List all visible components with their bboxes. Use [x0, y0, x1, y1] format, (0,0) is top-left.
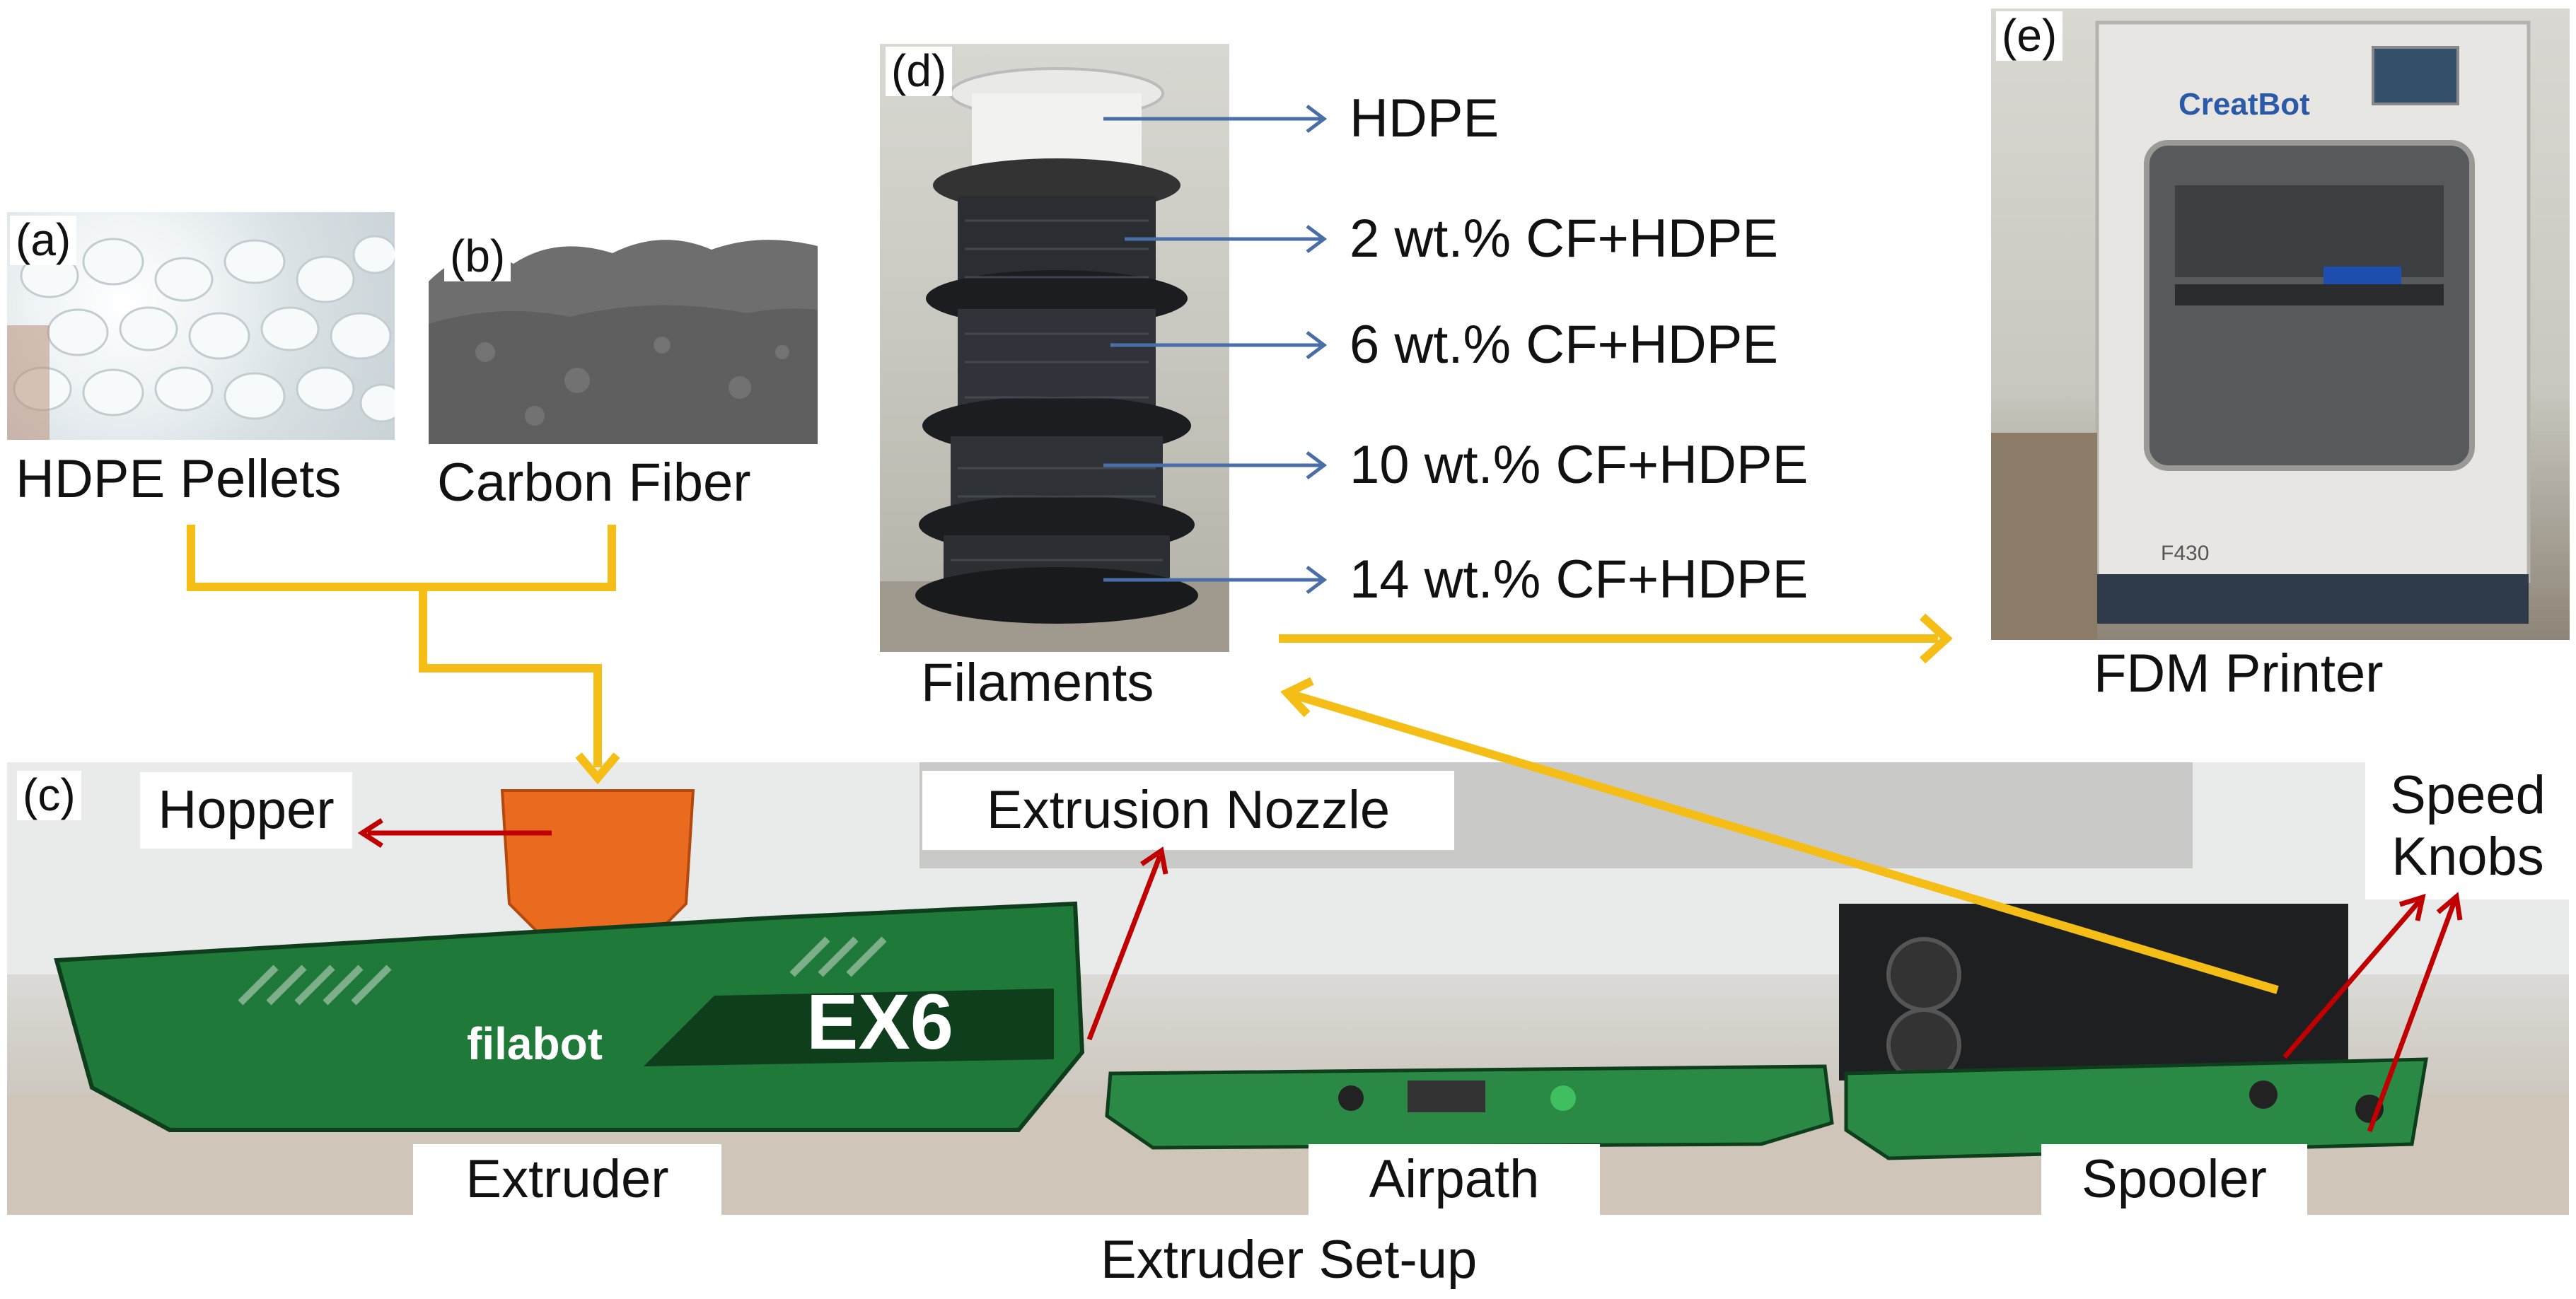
part-pointer-arrows [357, 818, 2463, 1133]
pellets-texture [7, 235, 395, 440]
spooler-to-filament-arrowhead [1280, 677, 1314, 718]
panel-d-caption: Filaments [921, 653, 1154, 713]
extruder-brand-text: filabot [467, 1018, 603, 1069]
printer-brand-text: CreatBot [2178, 87, 2310, 122]
spooler-label: Spooler [2041, 1144, 2307, 1215]
panel-d-letter: (d) [886, 47, 953, 96]
fdm-printer-photo: CreatBot F430 [1991, 8, 2570, 640]
panel-b-letter: (b) [444, 232, 511, 281]
material-merge-arrowhead [575, 752, 620, 785]
speed-knobs-label-line1: Speed [2390, 764, 2546, 825]
filament-label-14wt: 14 wt.% CF+HDPE [1350, 549, 1809, 610]
printer-illustration: CreatBot F430 [1991, 21, 2531, 640]
carbon-fiber-texture [429, 240, 818, 444]
hopper-label: Hopper [140, 772, 352, 849]
panel-b-caption: Carbon Fiber [437, 453, 751, 513]
speed-knobs-label: Speed Knobs [2365, 752, 2570, 899]
printer-model-text: F430 [2161, 542, 2209, 565]
filament-to-printer-arrowhead [1919, 613, 1953, 664]
hdpe-pellets-photo [7, 212, 395, 440]
extrusion-nozzle-label: Extrusion Nozzle [922, 771, 1454, 850]
spool-stack-illustration [880, 67, 1229, 652]
filament-label-hdpe: HDPE [1350, 88, 1499, 148]
airpath-label: Airpath [1309, 1144, 1600, 1215]
panel-c-caption: Extruder Set-up [1101, 1230, 1478, 1290]
filament-label-2wt: 2 wt.% CF+HDPE [1350, 209, 1779, 269]
material-merge-arrow [187, 525, 616, 767]
speed-knobs-label-line2: Knobs [2391, 827, 2544, 887]
extruder-label: Extruder [413, 1144, 721, 1215]
panel-e-letter: (e) [1996, 11, 2063, 61]
filaments-photo [880, 44, 1229, 652]
panel-a-caption: HDPE Pellets [16, 449, 342, 509]
extruder-logo-text: EX6 [806, 979, 953, 1066]
panel-c-letter: (c) [17, 771, 81, 820]
panel-e-caption: FDM Printer [2094, 643, 2384, 704]
panel-a-letter: (a) [10, 216, 77, 265]
spooler-to-filament-arrow [1293, 691, 2279, 994]
filament-pointer-arrows [1103, 105, 1328, 594]
filament-label-10wt: 10 wt.% CF+HDPE [1350, 435, 1809, 495]
filament-label-6wt: 6 wt.% CF+HDPE [1350, 315, 1779, 375]
